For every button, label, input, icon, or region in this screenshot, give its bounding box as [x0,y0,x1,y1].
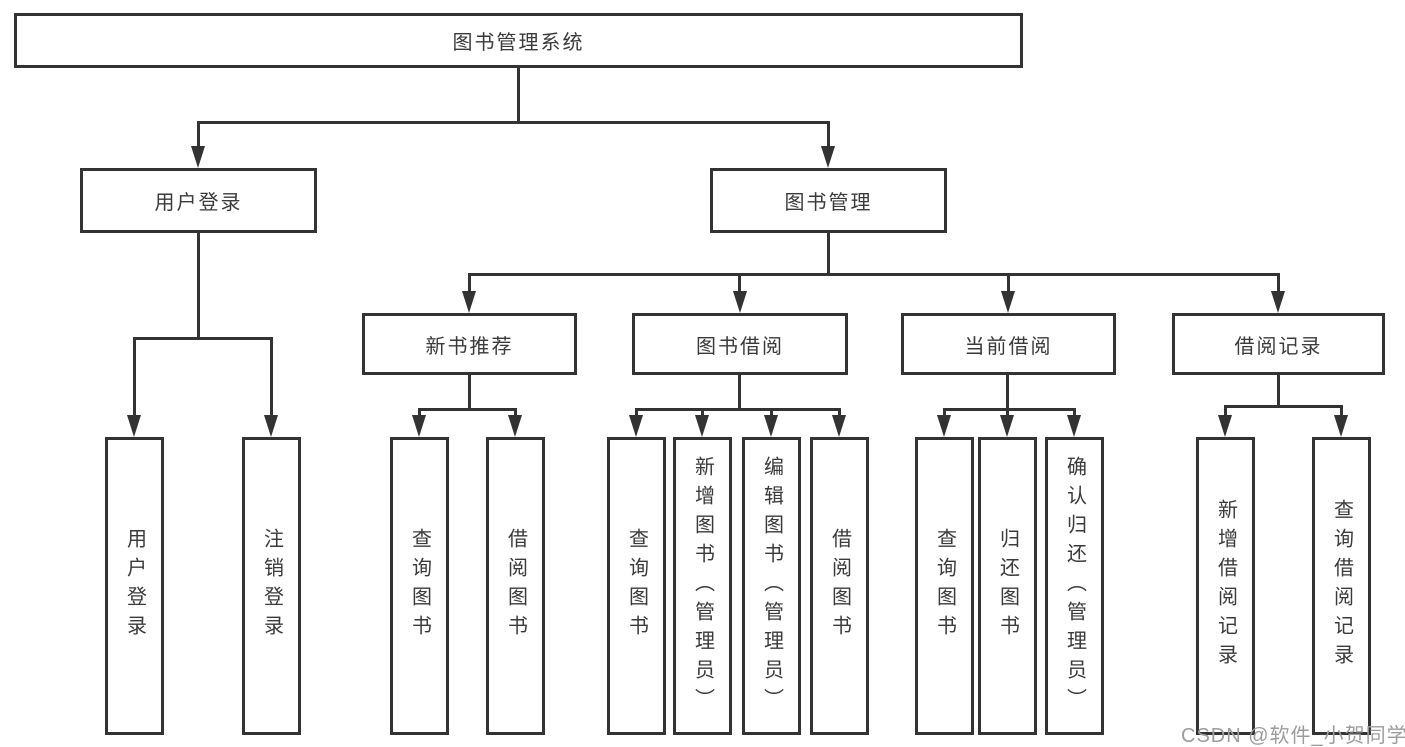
leaf-query-books-current-label: 查询图书 [933,528,956,644]
connector-line [1073,408,1076,417]
connector-line [701,408,704,417]
node-book-borrowing: 图书借阅 [632,313,848,375]
csdn-watermark: CSDN @软件_小贺同学 [1181,725,1405,747]
connector-line [133,337,273,340]
node-book-management: 图书管理 [710,168,947,233]
node-user-login-label: 用户登录 [154,192,243,214]
connector-line [468,273,1280,276]
node-borrow-records-label: 借阅记录 [1234,335,1323,358]
connector-line [1007,273,1010,294]
leaf-borrow-book: 借阅图书 [810,437,869,735]
node-user-login: 用户登录 [80,168,317,233]
node-new-book-recommend: 新书推荐 [362,313,577,375]
leaf-logout: 注销登录 [242,437,301,735]
leaf-query-books-borrowing-label: 查询图书 [625,528,648,644]
leaf-add-borrow-record: 新增借阅记录 [1196,437,1255,735]
arrowhead-down-icon [695,415,709,437]
connector-line [418,408,421,417]
connector-line [943,408,946,417]
leaf-borrow-book-label: 借阅图书 [828,528,851,644]
leaf-query-books-recommend: 查询图书 [390,437,449,735]
leaf-user-login: 用户登录 [105,437,164,735]
arrowhead-down-icon [412,415,426,437]
leaf-query-borrow-record: 查询借阅记录 [1312,437,1371,735]
connector-line [827,233,830,273]
connector-line [1277,273,1280,294]
connector-line [827,121,830,149]
arrowhead-down-icon [1218,415,1232,437]
leaf-confirm-return-admin-label: 确认归还（管理员） [1063,455,1086,717]
arrowhead-down-icon [508,415,522,437]
arrowhead-down-icon [1334,415,1348,437]
arrowhead-down-icon [191,146,205,168]
node-current-borrowing: 当前借阅 [901,313,1116,375]
connector-line [197,233,200,337]
leaf-borrow-book-recommend: 借阅图书 [486,437,545,735]
leaf-edit-book-admin-label: 编辑图书（管理员） [760,455,783,717]
connector-line [468,375,471,408]
leaf-borrow-book-recommend-label: 借阅图书 [504,528,527,644]
connector-line [838,408,841,417]
leaf-confirm-return-admin: 确认归还（管理员） [1045,437,1104,735]
connector-line [1340,405,1343,417]
leaf-edit-book-admin: 编辑图书（管理员） [742,437,801,735]
arrowhead-down-icon [1067,415,1081,437]
leaf-return-book-label: 归还图书 [996,528,1019,644]
arrowhead-down-icon [629,415,643,437]
leaf-query-books-borrowing: 查询图书 [607,437,666,735]
arrowhead-down-icon [264,415,278,437]
connector-line [514,408,517,417]
connector-line [1224,405,1343,408]
arrowhead-down-icon [1000,415,1014,437]
arrowhead-down-icon [127,415,141,437]
connector-line [635,408,841,411]
leaf-add-book-admin: 新增图书（管理员） [673,437,732,735]
connector-line [197,121,830,124]
arrowhead-down-icon [1001,291,1015,313]
arrowhead-down-icon [1271,291,1285,313]
connector-line [770,408,773,417]
node-root-label: 图书管理系统 [452,32,585,54]
node-new-book-recommend-label: 新书推荐 [425,335,514,358]
node-current-borrowing-label: 当前借阅 [964,335,1053,358]
arrowhead-down-icon [764,415,778,437]
connector-line [1006,408,1009,417]
connector-line [468,273,471,294]
leaf-logout-label: 注销登录 [260,528,283,644]
connector-line [738,273,741,294]
connector-line [635,408,638,417]
leaf-query-borrow-record-label: 查询借阅记录 [1330,499,1353,673]
leaf-add-borrow-record-label: 新增借阅记录 [1214,499,1237,673]
node-root: 图书管理系统 [14,13,1023,68]
connector-line [133,337,136,417]
connector-line [418,408,517,411]
arrowhead-down-icon [733,291,747,313]
leaf-user-login-label: 用户登录 [123,528,146,644]
arrowhead-down-icon [937,415,951,437]
connector-line [517,68,520,124]
node-book-borrowing-label: 图书借阅 [696,335,784,358]
connector-line [270,337,273,417]
connector-line [1006,375,1009,408]
connector-line [1224,405,1227,417]
connector-line [738,375,741,408]
leaf-return-book: 归还图书 [978,437,1037,735]
arrowhead-down-icon [832,415,846,437]
arrowhead-down-icon [462,291,476,313]
leaf-query-books-recommend-label: 查询图书 [408,528,431,644]
connector-line [943,408,1076,411]
leaf-add-book-admin-label: 新增图书（管理员） [691,455,714,717]
node-book-management-label: 图书管理 [784,192,873,214]
connector-line [1277,375,1280,405]
node-borrow-records: 借阅记录 [1172,313,1385,375]
arrowhead-down-icon [821,146,835,168]
connector-line [197,121,200,149]
leaf-query-books-current: 查询图书 [915,437,974,735]
